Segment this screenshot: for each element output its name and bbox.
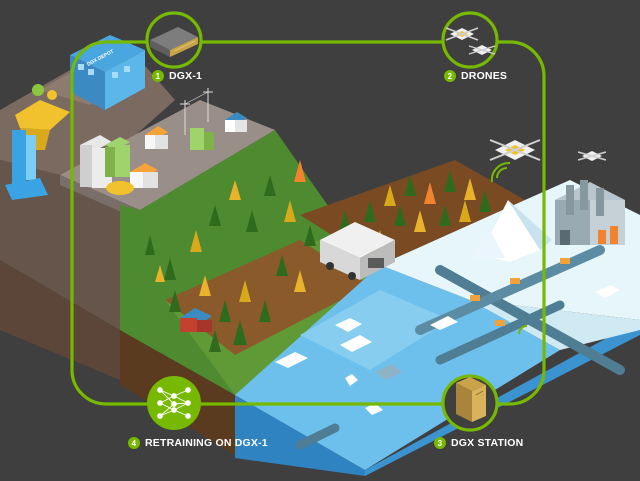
server-icon <box>150 27 198 57</box>
step-2-label: 2 DRONES <box>444 70 507 82</box>
dirt-clearing <box>165 240 370 355</box>
step-title: DGX STATION <box>451 437 524 449</box>
waterfall <box>5 84 70 200</box>
step-number-badge: 1 <box>152 70 164 82</box>
wifi-signal-icon <box>490 161 528 335</box>
datacenter-building <box>70 35 145 110</box>
rocky-mountain-side <box>0 160 120 330</box>
factory <box>555 180 625 245</box>
step-4-label: 4 RETRAINING ON DGX-1 <box>128 437 268 449</box>
power-lines <box>180 88 213 135</box>
snowy-peak <box>470 200 552 262</box>
step-title: DRONES <box>461 70 508 82</box>
water-right-face <box>365 320 640 476</box>
step-number-badge: 4 <box>128 437 140 449</box>
step-number-badge: 3 <box>434 437 446 449</box>
step-1-node <box>145 11 203 69</box>
lake <box>235 265 560 470</box>
step-number-badge: 2 <box>444 70 456 82</box>
small-drone-icon <box>577 151 607 161</box>
cabin <box>180 308 212 332</box>
delivery-truck <box>320 222 395 280</box>
ice-floes <box>275 285 620 415</box>
step-4-node <box>147 376 201 430</box>
step-2-node <box>441 11 499 69</box>
forest-hill <box>120 130 345 395</box>
step-1-label: 1 DGX-1 <box>152 70 202 82</box>
water-front-face <box>235 395 365 476</box>
pipeline <box>295 245 625 450</box>
cliff-face <box>0 260 120 380</box>
workstation-icon <box>456 377 486 422</box>
neural-network-icon <box>157 387 191 419</box>
workflow-loop-path <box>70 40 546 406</box>
step-title: DGX-1 <box>169 70 203 82</box>
step-title: RETRAINING ON DGX-1 <box>145 437 268 449</box>
drone-icon <box>489 139 541 161</box>
drone-icon <box>445 27 496 55</box>
step-3-label: 3 DGX STATION <box>434 437 523 449</box>
step-3-node <box>441 374 499 432</box>
apartment-buildings <box>80 112 247 195</box>
lake-shallow <box>300 290 450 370</box>
